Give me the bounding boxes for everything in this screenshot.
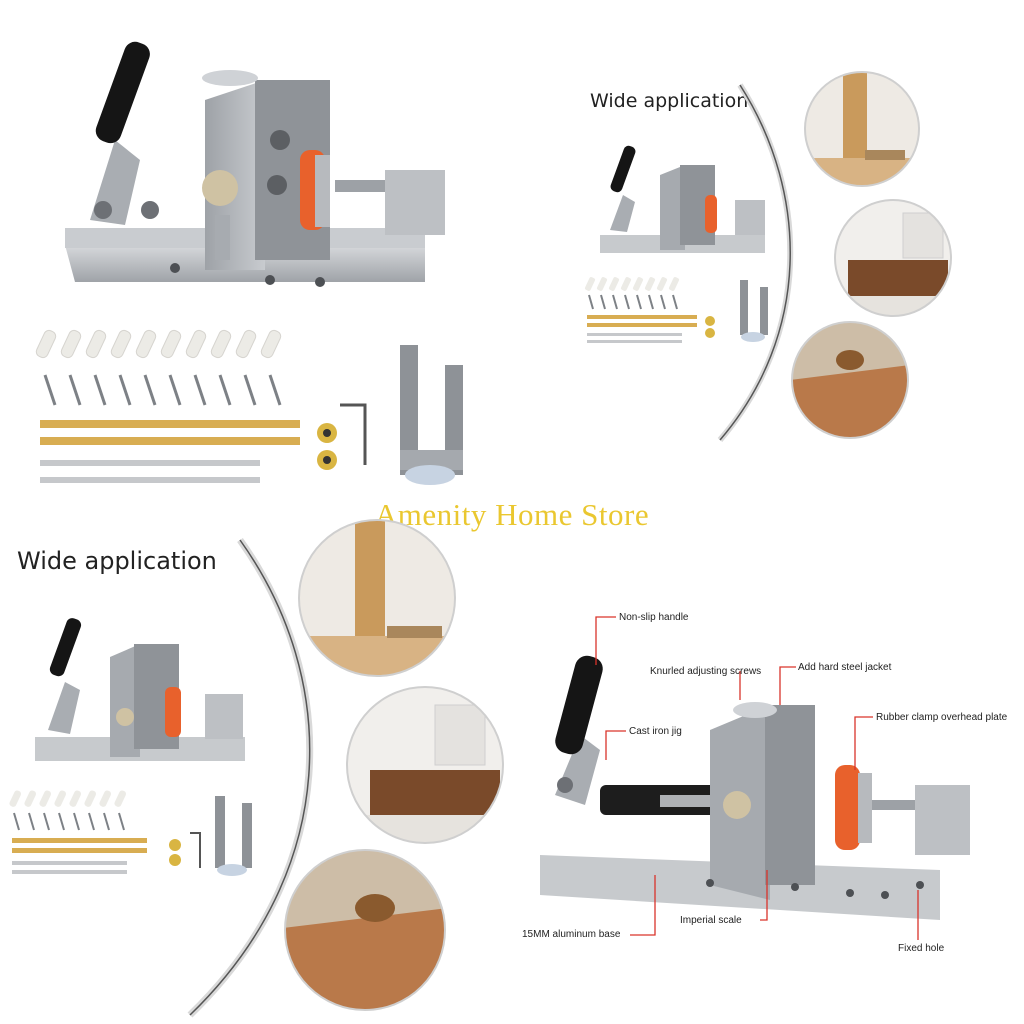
callout-rubber-clamp: Rubber clamp overhead plate xyxy=(876,712,1008,723)
callout-aluminum-base: 15MM aluminum base xyxy=(522,929,621,940)
application-curve-bottom xyxy=(187,537,314,1018)
accessories-small-top xyxy=(584,277,768,343)
scene-shelf-bottom xyxy=(298,519,456,677)
callout-knurled-screws: Knurled adjusting screws xyxy=(650,666,762,677)
jig-small-illustration-bottom xyxy=(35,618,245,761)
store-watermark: Amenity Home Store xyxy=(374,497,650,532)
scene-table-top xyxy=(791,321,909,439)
jig-annotated-illustration xyxy=(540,655,970,920)
jig-large-illustration xyxy=(65,41,445,287)
scene-cabinet-bottom xyxy=(346,686,504,844)
jig-small-illustration-top xyxy=(600,145,765,253)
heading-top-right: Wide application xyxy=(590,90,749,112)
heading-bottom-left: Wide application xyxy=(17,547,217,575)
accessories-large xyxy=(35,329,463,485)
callout-steel-jacket: Add hard steel jacket xyxy=(798,662,892,673)
application-curve-top xyxy=(717,83,794,442)
scene-shelf-top xyxy=(804,71,920,187)
callout-fixed-hole: Fixed hole xyxy=(898,943,945,954)
callout-non-slip-handle: Non-slip handle xyxy=(619,612,689,623)
accessories-small-bottom xyxy=(9,790,252,876)
scene-table-bottom xyxy=(284,849,446,1011)
callout-cast-iron-jig: Cast iron jig xyxy=(629,726,682,737)
callout-imperial-scale: Imperial scale xyxy=(680,915,742,926)
scene-cabinet-top xyxy=(834,199,952,317)
